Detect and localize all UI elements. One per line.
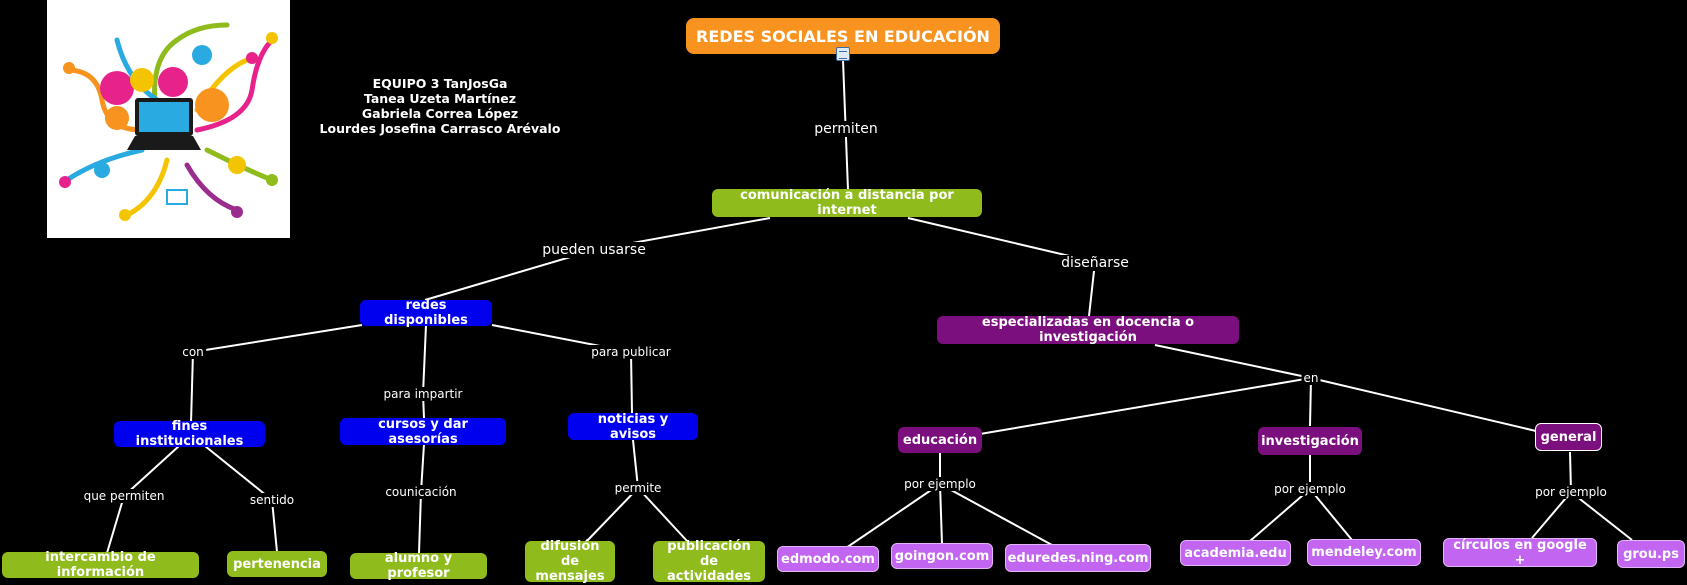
node-especializadas[interactable]: especializadas en docencia o investigaci… <box>937 315 1239 345</box>
link-que-permiten: que permiten <box>81 489 167 503</box>
link-por-ejemplo: por ejemplo <box>902 477 978 491</box>
link-por-ejemplo: por ejemplo <box>1272 482 1348 496</box>
document-icon[interactable] <box>836 47 850 61</box>
node-mendeley[interactable]: mendeley.com <box>1307 539 1421 566</box>
link-para-publicar: para publicar <box>589 345 673 359</box>
link-disenarse: diseñarse <box>1059 255 1131 271</box>
node-circulos[interactable]: círculos en google + <box>1443 538 1597 568</box>
node-general[interactable]: general <box>1535 423 1602 451</box>
node-academia[interactable]: academia.edu <box>1180 540 1291 566</box>
node-investigacion[interactable]: investigación <box>1258 427 1362 455</box>
node-intercambio[interactable]: intercambio de información <box>2 550 199 580</box>
link-permiten: permiten <box>812 121 880 137</box>
node-publicacion[interactable]: publicación de actividades <box>653 539 765 584</box>
link-con: con <box>180 345 206 359</box>
node-pertenencia[interactable]: pertenencia <box>227 551 327 577</box>
link-pueden-usarse: pueden usarse <box>540 242 648 258</box>
link-permite: permite <box>612 481 664 495</box>
team-line: Gabriela Correa López <box>361 106 519 121</box>
link-en: en <box>1301 371 1321 385</box>
link-counicacion: counicación <box>383 485 459 499</box>
team-line: Tanea Uzeta Martínez <box>363 91 517 106</box>
node-goingon[interactable]: goingon.com <box>891 543 993 569</box>
node-groups[interactable]: grou.ps <box>1617 540 1685 568</box>
node-difusion[interactable]: difusión de mensajes <box>525 539 615 584</box>
node-edmodo[interactable]: edmodo.com <box>777 546 879 572</box>
team-credits: EQUIPO 3 TanJosGa Tanea Uzeta Martínez G… <box>300 76 580 136</box>
link-para-impartir: para impartir <box>381 387 465 401</box>
node-redes-disponibles[interactable]: redes disponibles <box>360 298 492 328</box>
social-network-illustration <box>47 0 290 238</box>
node-cursos[interactable]: cursos y dar asesorías <box>340 417 506 447</box>
link-sentido: sentido <box>247 493 297 507</box>
node-comunicacion[interactable]: comunicación a distancia por internet <box>712 188 982 218</box>
node-fines-institucionales[interactable]: fines institucionales <box>114 419 265 449</box>
team-line: EQUIPO 3 TanJosGa <box>372 76 508 91</box>
team-line: Lourdes Josefina Carrasco Arévalo <box>319 121 561 136</box>
node-eduredes[interactable]: eduredes.ning.com <box>1005 544 1151 572</box>
node-educacion[interactable]: educación <box>898 427 982 453</box>
link-por-ejemplo: por ejemplo <box>1533 485 1609 499</box>
node-alumno-profesor[interactable]: alumno y profesor <box>350 551 487 581</box>
node-noticias[interactable]: noticias y avisos <box>568 412 698 442</box>
